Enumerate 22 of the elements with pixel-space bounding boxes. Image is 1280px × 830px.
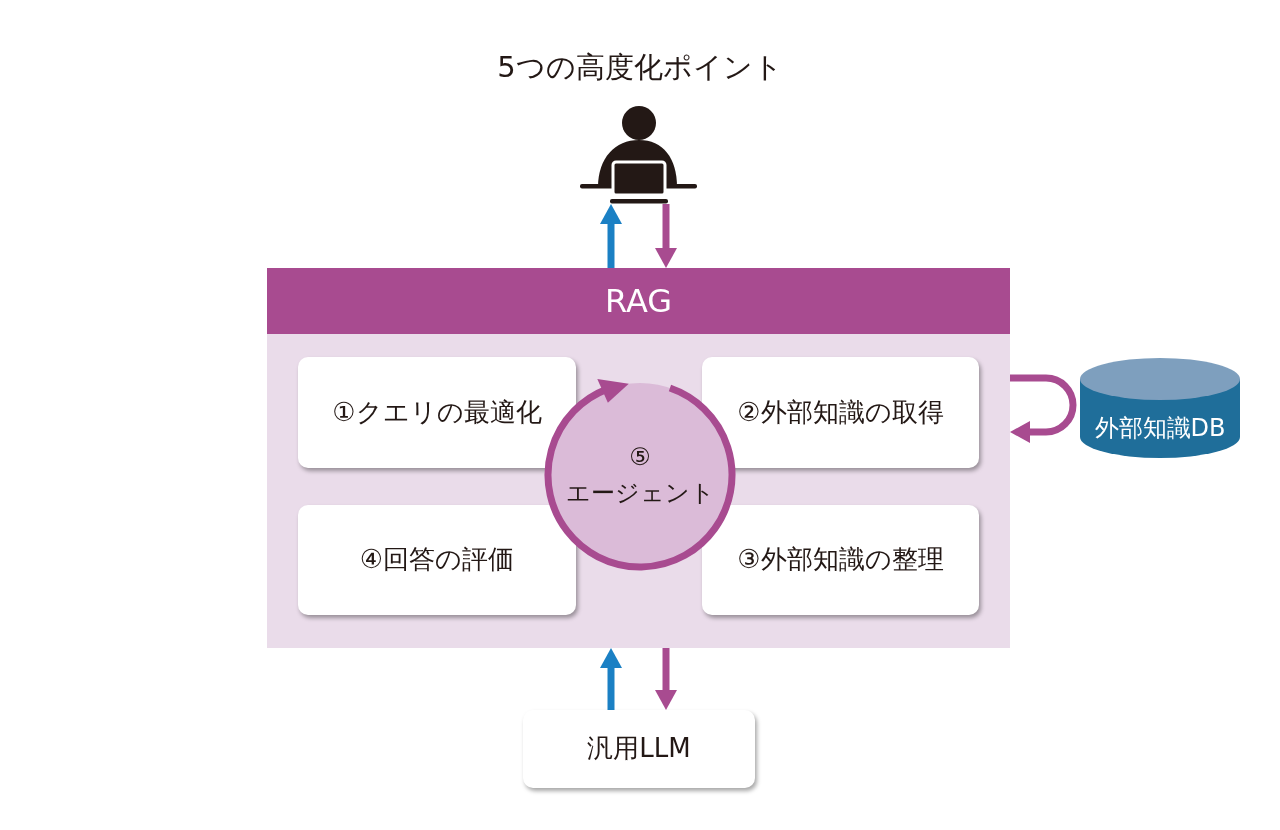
arrow [600,648,622,710]
box-label: ①クエリの最適化 [332,395,542,429]
process-box [702,505,979,615]
arrow [600,204,622,268]
box-label: ③外部知識の整理 [737,543,944,577]
person-at-laptop-icon [578,104,700,204]
header-bar: RAG [267,268,1010,334]
process-box [298,505,576,615]
circle-label: エージェント [565,478,715,509]
process-box [298,357,576,468]
database-label: 外部知識DB [1094,413,1226,444]
curved-arrow [1010,374,1077,443]
box-label: ④回答の評価 [359,543,515,577]
box-label: ②外部知識の取得 [737,395,944,429]
box-label: 汎用LLM [587,732,691,766]
arrow [655,648,677,710]
process-box [702,357,979,468]
database-cylinder [1078,356,1242,460]
process-box [523,710,755,788]
container-panel [267,268,1010,648]
diagram-title: 5つの高度化ポイント [497,50,783,85]
step-number: ⑤ [629,442,651,473]
